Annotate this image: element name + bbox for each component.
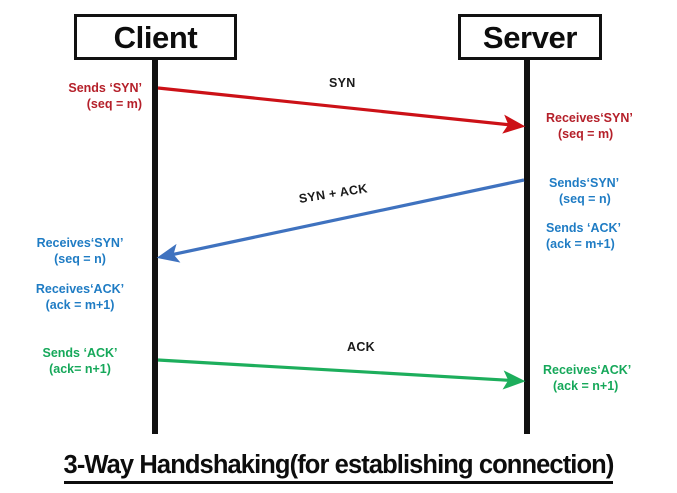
note-server-sends-ack: Sends ‘ACK’ (ack = m+1) bbox=[546, 221, 622, 251]
note-server-sends-syn: Sends‘SYN’ (seq = n) bbox=[549, 176, 620, 206]
note-server-receives-syn: Receives‘SYN’ (seq = m) bbox=[546, 111, 633, 141]
participant-label-client: Client bbox=[113, 19, 198, 55]
message-arrow-syn bbox=[157, 86, 526, 134]
note-server-receives-ack: Receives‘ACK’ (ack = n+1) bbox=[543, 363, 632, 393]
note-client-sends-syn: Sends ‘SYN’ (seq = m) bbox=[68, 81, 142, 111]
participant-label-server: Server bbox=[482, 19, 578, 55]
participant-box-client: Client bbox=[74, 14, 237, 60]
diagram-caption-text: 3-Way Handshaking(for establishing conne… bbox=[63, 452, 614, 484]
message-arrow-syn-ack bbox=[156, 178, 525, 263]
diagram-caption: 3-Way Handshaking(for establishing conne… bbox=[0, 452, 677, 484]
message-label-syn: SYN bbox=[329, 76, 356, 90]
message-label-ack: ACK bbox=[347, 340, 375, 354]
participant-box-server: Server bbox=[458, 14, 602, 60]
note-client-receives-ack: Receives‘ACK’ (ack = m+1) bbox=[35, 282, 125, 312]
note-client-sends-ack: Sends ‘ACK’ (ack= n+1) bbox=[42, 346, 118, 376]
note-client-receives-syn: Receives‘SYN’ (seq = n) bbox=[36, 236, 124, 266]
message-arrow-ack bbox=[157, 358, 526, 390]
